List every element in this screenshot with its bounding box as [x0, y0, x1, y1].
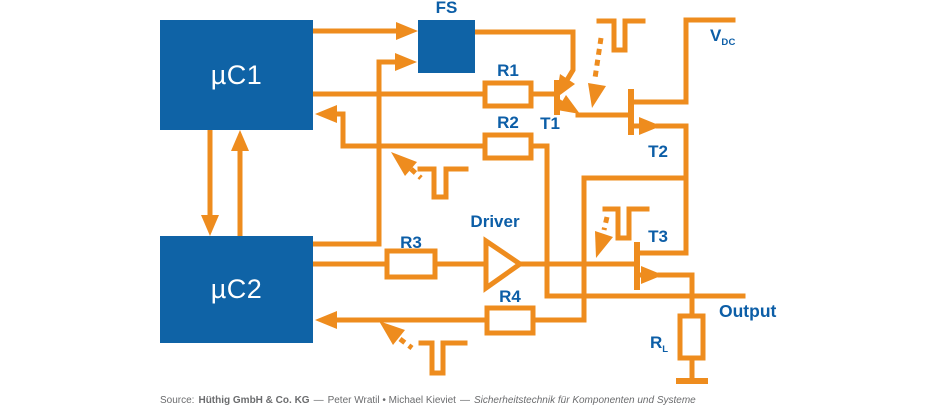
- t1-emitter-arrowhead-icon: [557, 95, 580, 114]
- resistor-r2: [482, 132, 534, 161]
- pulse-glyph-r2-line: [417, 166, 469, 200]
- r3-label: R3: [400, 233, 422, 252]
- pulse-glyph-r4-line: [418, 340, 468, 376]
- r2-label: R2: [497, 113, 519, 132]
- wire-segment: [310, 59, 399, 247]
- load-to-ground: [676, 355, 708, 384]
- t3-source-wire: [657, 272, 695, 321]
- resistor-r4: [484, 305, 536, 336]
- vdc-base: V: [710, 26, 722, 45]
- wire-r2-to-uc1-feedback: [315, 105, 488, 149]
- fault-arrow-r2-line: [391, 152, 423, 180]
- wire-uc2-to-fs: [310, 53, 417, 247]
- pulse-glyph-t3: [602, 206, 650, 241]
- r4-label: R4: [499, 287, 521, 306]
- r1-label: R1: [497, 61, 519, 80]
- up-arrowhead-icon: [231, 130, 249, 151]
- fault-arrow-t1: [588, 37, 606, 108]
- right-arrowhead-icon: [396, 22, 418, 40]
- left-arrowhead-icon: [315, 105, 337, 123]
- uc1-uc2-link-arrows: [201, 128, 249, 238]
- transistor-t1: [528, 80, 580, 115]
- t2-source-arrowhead-icon: [639, 117, 661, 135]
- t2-drain-to-vdc: [630, 17, 736, 105]
- fault-arrowhead-icon: [391, 152, 417, 176]
- fault-arrowhead-icon: [588, 83, 606, 108]
- fs-label: FS: [435, 0, 458, 17]
- fault-arrowhead-icon: [379, 321, 405, 345]
- t3-source-arrowhead-icon: [641, 266, 663, 284]
- driver-label: Driver: [470, 212, 520, 231]
- t1-label: T1: [540, 114, 560, 133]
- wire-fs-to-t1-collector: [472, 29, 576, 98]
- t3-label: T3: [648, 227, 668, 246]
- dashed-line: [592, 37, 604, 79]
- dashed-line: [601, 216, 610, 231]
- down-arrowhead-icon: [201, 215, 219, 236]
- t2-label: T2: [648, 142, 668, 161]
- fault-arrowhead-icon: [595, 231, 613, 258]
- fault-arrow-t3: [595, 216, 613, 258]
- dashed-line: [398, 337, 414, 350]
- fs-block: [418, 20, 475, 73]
- vdc-subscript: DC: [721, 37, 736, 48]
- source-separator: —: [313, 395, 324, 406]
- uc1-label: µC1: [210, 59, 263, 90]
- source-attribution: Source: Hüthig GmbH & Co. KG — Peter Wra…: [160, 395, 696, 406]
- rl-label: RL: [650, 333, 668, 355]
- uc2-block: µC2: [160, 236, 313, 343]
- resistor-r3: [384, 248, 438, 280]
- wire-node-to-r4: [530, 175, 689, 323]
- transistor-t2: [628, 17, 736, 183]
- rl-base: R: [650, 333, 663, 352]
- source-work-title: Sicherheitstechnik für Komponenten und S…: [473, 395, 696, 406]
- resistor-rl: [677, 313, 706, 361]
- resistor-r1: [482, 80, 534, 109]
- wire-uc1-to-fs: [310, 22, 418, 40]
- pulse-glyph-t1: [596, 18, 646, 53]
- rl-subscript: L: [662, 344, 669, 355]
- source-publisher: Hüthig GmbH & Co. KG: [198, 395, 310, 406]
- dashed-line: [409, 167, 423, 180]
- source-separator: —: [459, 395, 470, 406]
- wire-segment: [472, 29, 576, 84]
- driver-buffer-icon: [483, 236, 525, 293]
- wire-r2-to-output: [528, 143, 746, 299]
- uc2-label: µC2: [210, 274, 263, 304]
- collector-arrowhead-icon: [556, 74, 575, 98]
- left-arrowhead-icon: [315, 311, 337, 329]
- wire-r4-to-uc2-feedback: [315, 311, 490, 329]
- t3-drain-wire: [636, 173, 689, 256]
- output-label: Output: [719, 301, 777, 321]
- source-authors: Peter Wratil • Michael Kieviet: [327, 395, 456, 406]
- right-arrowhead-icon: [395, 53, 417, 71]
- t2-source-wire: [655, 123, 689, 183]
- wire-segment: [333, 111, 488, 149]
- source-prefix: Source:: [160, 395, 195, 406]
- uc1-block: µC1: [160, 20, 313, 130]
- fault-arrow-r4-line: [379, 321, 414, 350]
- vdc-label: VDC: [710, 26, 736, 48]
